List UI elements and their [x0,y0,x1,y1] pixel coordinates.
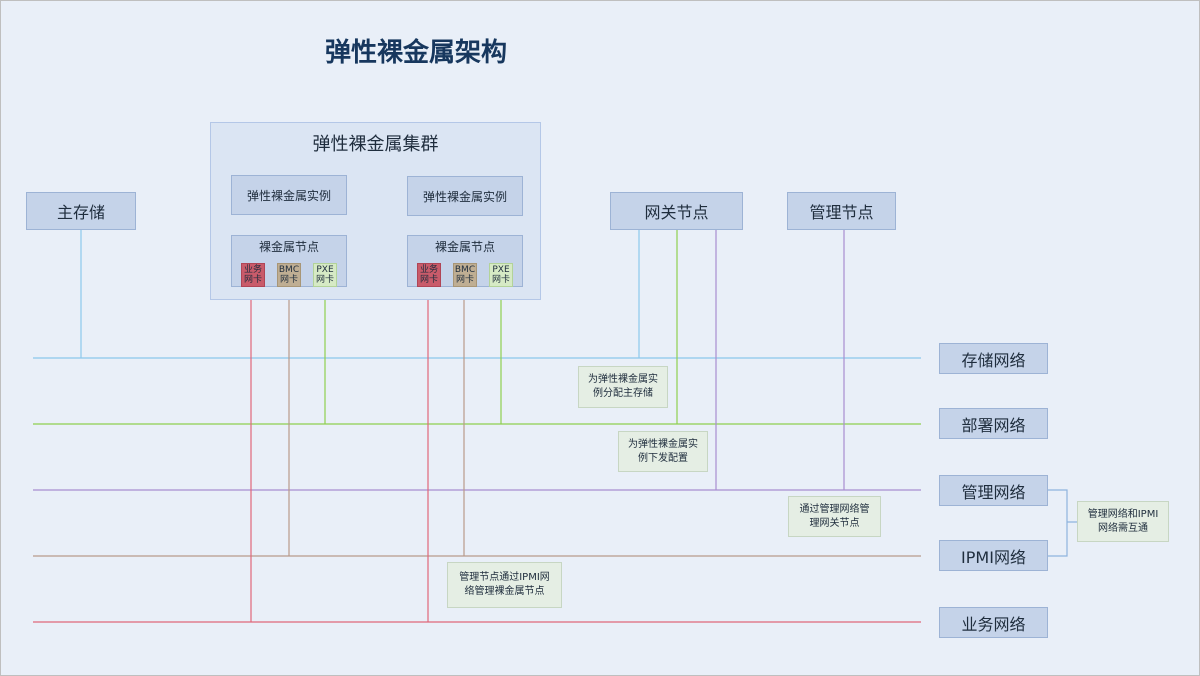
note-line: 为弹性裸金属实 [588,374,658,385]
note-line: 例下发配置 [638,452,688,464]
diagram-title: 弹性裸金属架构 [324,38,507,68]
note-deploy-config: 为弹性裸金属实 例下发配置 [618,431,708,472]
note-line: 管理网络和IPMI [1087,508,1159,520]
gateway-node-label: 网关节点 [644,203,709,222]
nic-label-line1: PXE [316,265,334,275]
service-network-label: 业务网络 [961,614,1026,634]
management-node-label: 管理节点 [809,203,874,222]
right-bmc-nic: BMC 网卡 [453,263,477,287]
nic-label-line1: 业务 [419,265,438,275]
primary-storage-box: 主存储 [26,192,136,230]
left-instance-box: 弹性裸金属实例 [231,175,347,215]
note-mgmt-gateway: 通过管理网络管 理网关节点 [788,496,881,537]
primary-storage-label: 主存储 [56,203,105,222]
service-network-box: 业务网络 [939,607,1048,638]
left-service-nic: 业务 网卡 [241,263,265,287]
ipmi-network-box: IPMI网络 [939,540,1048,571]
note-line: 网络需互通 [1098,522,1148,534]
nic-label-line2: 网卡 [315,275,334,285]
management-network-box: 管理网络 [939,475,1048,506]
note-line: 理网关节点 [809,517,860,529]
left-pxe-nic: PXE 网卡 [313,263,337,287]
note-line: 通过管理网络管 [799,503,870,515]
left-instance-label: 弹性裸金属实例 [246,188,331,203]
nic-label-line1: BMC [454,265,476,275]
left-bmc-nic: BMC 网卡 [277,263,301,287]
note-line: 为弹性裸金属实 [628,438,698,450]
right-pxe-nic: PXE 网卡 [489,263,513,287]
management-node-box: 管理节点 [787,192,896,230]
ipmi-network-label: IPMI网络 [961,547,1026,567]
mgmt-ipmi-bracket [1048,489,1077,557]
storage-network-label: 存储网络 [961,350,1026,370]
nic-label-line2: 网卡 [455,275,474,285]
storage-network-box: 存储网络 [939,343,1048,374]
right-node-label: 裸金属节点 [434,240,495,254]
right-instance-box: 弹性裸金属实例 [407,176,523,216]
gateway-node-box: 网关节点 [610,192,743,230]
note-storage-alloc: 为弹性裸金属实 例分配主存储 [578,366,668,408]
cluster-title: 弹性裸金属集群 [312,134,439,155]
deploy-network-label: 部署网络 [961,415,1026,435]
left-node-label: 裸金属节点 [258,240,319,254]
note-mgmt-ipmi: 管理网络和IPMI 网络需互通 [1077,501,1169,542]
management-network-label: 管理网络 [961,482,1026,502]
nic-label-line1: 业务 [243,265,262,275]
nic-label-line2: 网卡 [279,275,298,285]
deploy-network-box: 部署网络 [939,408,1048,439]
note-ipmi-manage: 管理节点通过IPMI网 络管理裸金属节点 [447,562,562,608]
nic-label-line2: 网卡 [419,275,438,285]
note-line: 管理节点通过IPMI网 [459,572,550,583]
nic-label-line1: PXE [492,265,510,275]
nic-label-line1: BMC [278,265,300,275]
note-line: 例分配主存储 [593,388,653,399]
nic-label-line2: 网卡 [491,275,510,285]
note-line: 络管理裸金属节点 [464,586,545,597]
right-service-nic: 业务 网卡 [417,263,441,287]
right-instance-label: 弹性裸金属实例 [422,189,507,204]
nic-label-line2: 网卡 [243,275,262,285]
